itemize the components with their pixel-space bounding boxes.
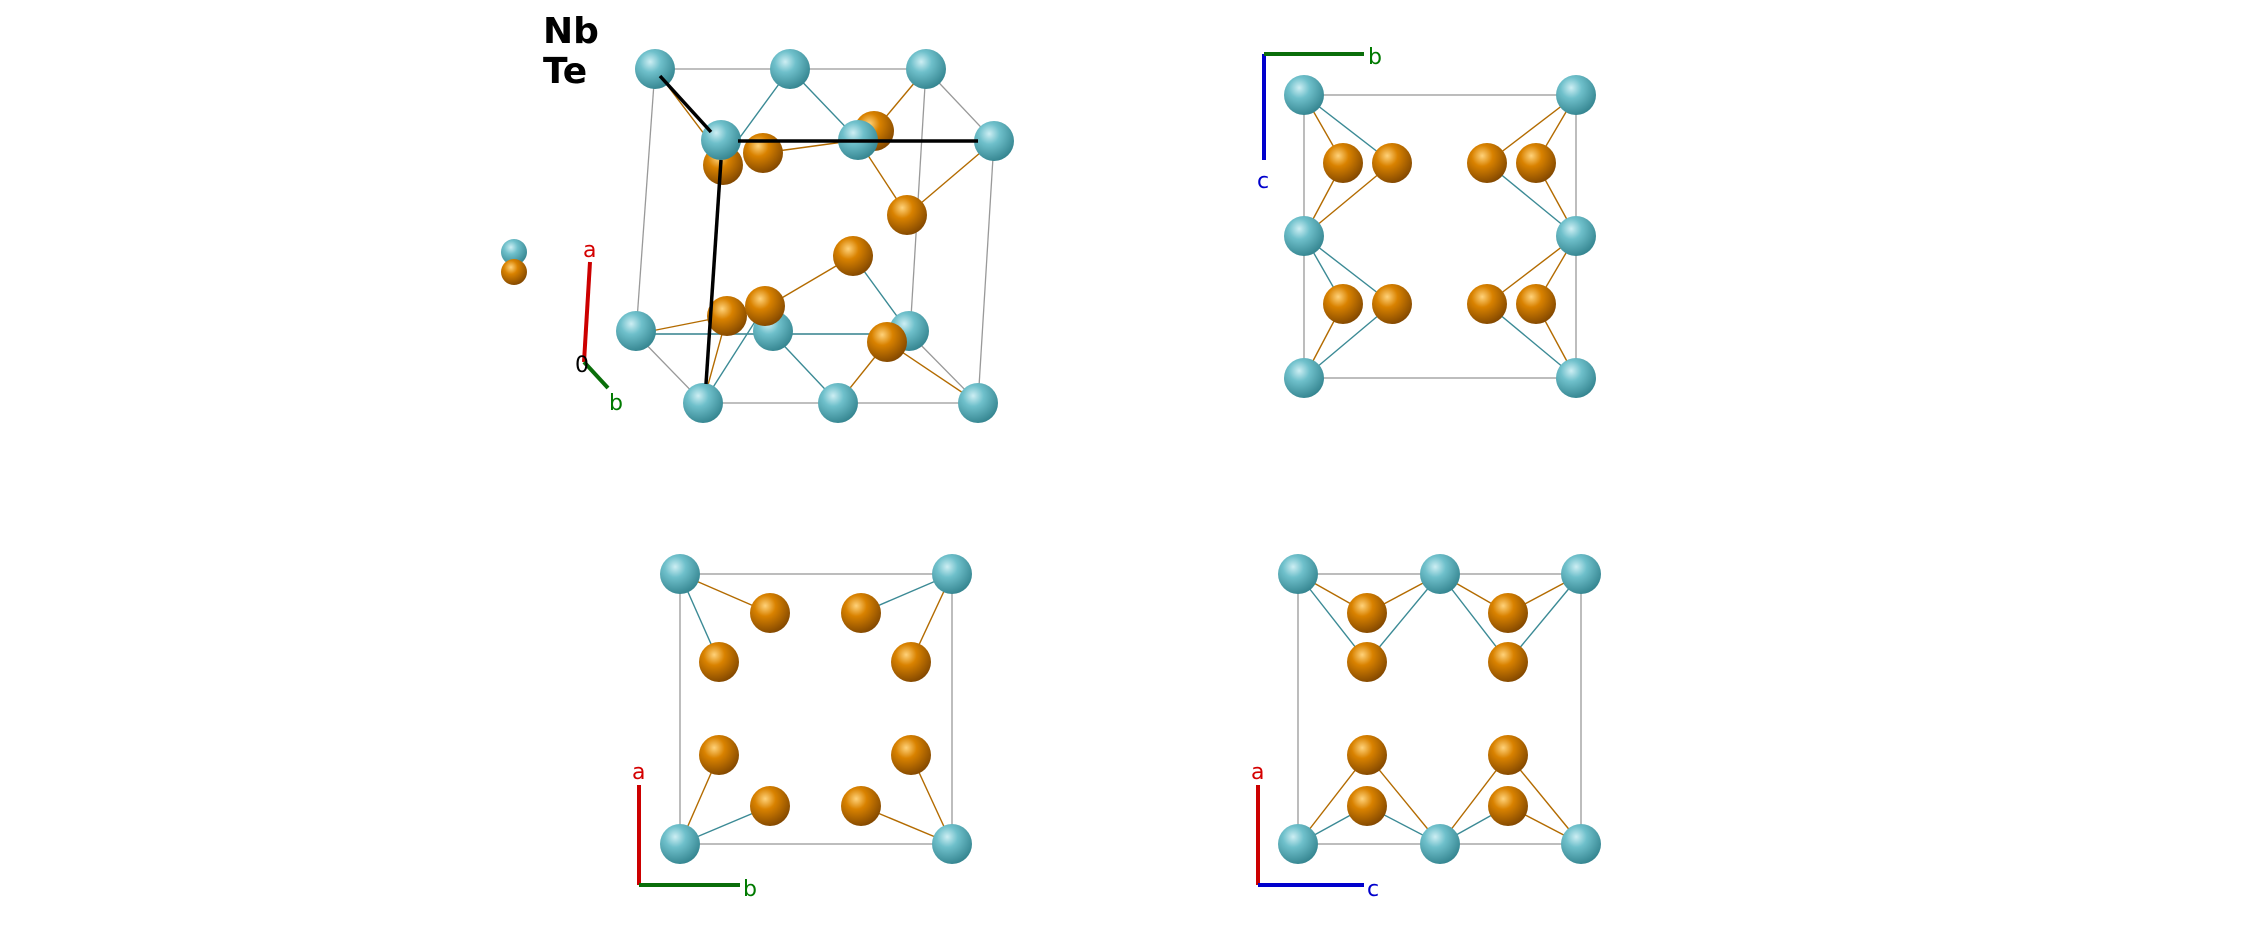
- nb-atom: [958, 383, 998, 423]
- te-atom: [841, 593, 881, 633]
- te-atom: [891, 735, 931, 775]
- te-atom: [841, 786, 881, 826]
- nb-atom: [932, 824, 972, 864]
- legend-nb-swatch: [501, 239, 527, 265]
- nb-atom: [1278, 824, 1318, 864]
- te-atom: [1488, 642, 1528, 682]
- te-atom: [1323, 284, 1363, 324]
- te-atom: [867, 322, 907, 362]
- te-atom: [1372, 143, 1412, 183]
- te-atom: [1467, 284, 1507, 324]
- te-atom: [1488, 786, 1528, 826]
- te-atom: [1467, 143, 1507, 183]
- axis-a-label: a: [583, 238, 596, 263]
- te-atom: [1488, 593, 1528, 633]
- cell-outline: [679, 573, 953, 845]
- ab-bonds: [679, 573, 953, 845]
- nb-atom: [932, 554, 972, 594]
- te-atom: [1347, 735, 1387, 775]
- axis-c-label: c: [1367, 877, 1379, 902]
- nb-atom: [1556, 216, 1596, 256]
- nb-atom: [818, 383, 858, 423]
- legend-te-label: Te: [543, 51, 587, 92]
- nb-atom: [974, 121, 1014, 161]
- te-atom: [1516, 143, 1556, 183]
- view-ac: a c: [1251, 554, 1601, 902]
- nb-atom: [1556, 358, 1596, 398]
- axis-a-label: a: [632, 760, 645, 785]
- axis-b-label: b: [609, 391, 623, 416]
- nb-atom: [1561, 554, 1601, 594]
- cell-outline: [1303, 94, 1577, 379]
- te-atom: [891, 642, 931, 682]
- view-ab: a b: [632, 554, 972, 902]
- view-bc: b c: [1257, 45, 1596, 398]
- nb-atom: [1420, 824, 1460, 864]
- te-atom: [1347, 642, 1387, 682]
- te-atom: [1488, 735, 1528, 775]
- ab-atoms: [660, 554, 972, 864]
- perspective-view: a b 0: [575, 49, 1014, 423]
- ac-atoms: [1278, 554, 1601, 864]
- ac-axes: a c: [1251, 760, 1379, 902]
- nb-atom: [906, 49, 946, 89]
- te-atom: [1347, 786, 1387, 826]
- nb-atom: [770, 49, 810, 89]
- nb-atom: [1284, 216, 1324, 256]
- te-atom: [1516, 284, 1556, 324]
- te-atom: [887, 195, 927, 235]
- te-atom: [699, 642, 739, 682]
- te-atom: [707, 296, 747, 336]
- te-atom: [750, 593, 790, 633]
- cell-outline: [1297, 573, 1582, 845]
- bc-axes: b c: [1257, 45, 1382, 194]
- te-atom: [699, 735, 739, 775]
- perspective-cell-edges: [635, 68, 995, 404]
- nb-atom: [616, 311, 656, 351]
- perspective-bonds: [635, 68, 995, 404]
- te-atom: [745, 286, 785, 326]
- nb-atom: [1284, 75, 1324, 115]
- te-atom: [750, 786, 790, 826]
- bc-atoms: [1284, 75, 1596, 398]
- nb-atom: [1284, 358, 1324, 398]
- nb-atom: [1556, 75, 1596, 115]
- bc-bonds: [1303, 94, 1577, 379]
- nb-atom: [683, 383, 723, 423]
- axis-b-label: b: [1368, 45, 1382, 70]
- axis-c-label: c: [1257, 169, 1269, 194]
- te-atom: [833, 236, 873, 276]
- legend-te-swatch: [501, 259, 527, 285]
- nb-atom: [1278, 554, 1318, 594]
- nb-atom: [660, 554, 700, 594]
- ac-bonds: [1297, 573, 1582, 845]
- nb-atom: [1420, 554, 1460, 594]
- perspective-atoms: [616, 49, 1014, 423]
- nb-atom: [635, 49, 675, 89]
- te-atom: [1372, 284, 1412, 324]
- te-atom: [743, 133, 783, 173]
- nb-atom: [1561, 824, 1601, 864]
- perspective-cell-highlight: [658, 74, 978, 385]
- element-legend: Nb Te: [501, 11, 599, 285]
- origin-label: 0: [575, 353, 589, 378]
- axis-a-label: a: [1251, 760, 1264, 785]
- legend-nb-label: Nb: [543, 11, 599, 52]
- ab-axes: a b: [632, 760, 757, 902]
- te-atom: [1347, 593, 1387, 633]
- perspective-axes: a b 0: [575, 238, 623, 416]
- axis-b-label: b: [743, 877, 757, 902]
- te-atom: [1323, 143, 1363, 183]
- nb-atom: [660, 824, 700, 864]
